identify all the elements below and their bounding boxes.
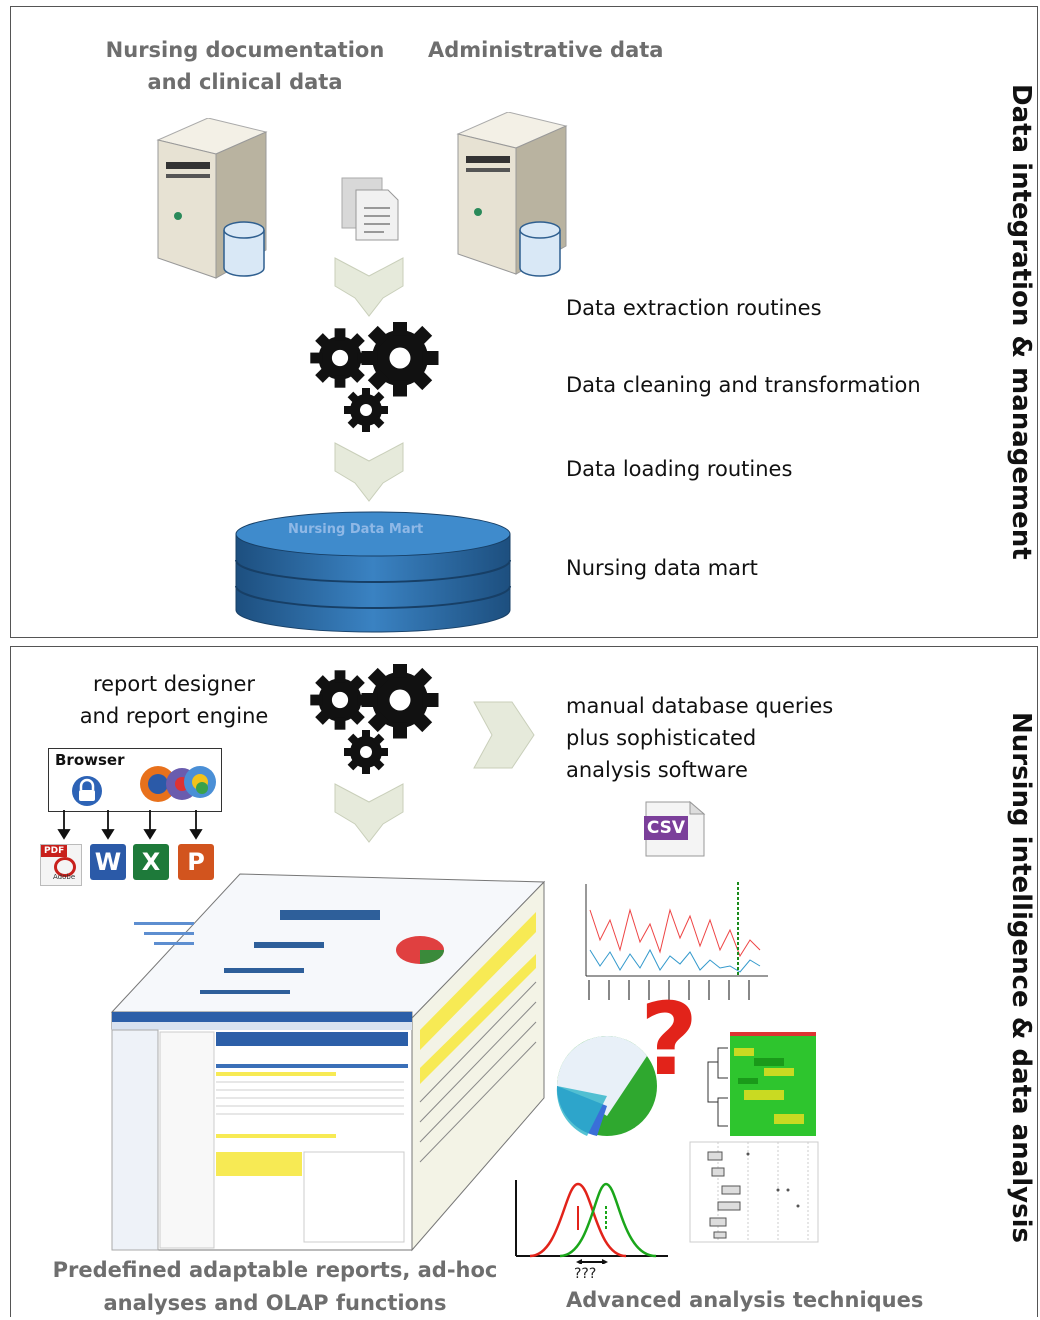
lock-icon	[72, 776, 102, 806]
source-nursing-label: Nursing documentation and clinical data	[100, 34, 390, 98]
data-mart-cylinder	[235, 511, 511, 633]
arrow-right-icon	[473, 701, 535, 769]
server-nursing-icon	[156, 118, 268, 279]
side-title-analysis: Nursing intelligence & data analysis	[1006, 712, 1036, 1243]
predefined-line2: analyses and OLAP functions	[103, 1291, 447, 1315]
advanced-analysis-label: Advanced analysis techniques	[566, 1288, 924, 1312]
predefined-reports-label: Predefined adaptable reports, ad-hoc ana…	[40, 1254, 510, 1320]
report-designer-label: report designer and report engine	[64, 668, 284, 732]
browser-label: Browser	[55, 751, 125, 769]
manual-line3: analysis software	[566, 758, 748, 782]
pdf-sub: Adobe	[53, 873, 76, 881]
trend-line-chart	[585, 882, 786, 1000]
step-loading: Data loading routines	[566, 457, 793, 481]
data-mart-label: Nursing Data Mart	[288, 522, 424, 537]
distribution-plot	[515, 1180, 668, 1264]
cluster-plot	[556, 1036, 657, 1136]
source-nursing-line1: Nursing documentation	[105, 38, 385, 62]
pdf-label: PDF	[41, 845, 68, 857]
boxplot-chart	[689, 1141, 819, 1243]
powerpoint-icon: P	[178, 844, 214, 880]
unknown-label: ???	[574, 1266, 597, 1282]
browser-logos-icon	[140, 766, 216, 802]
step-extraction: Data extraction routines	[566, 296, 822, 320]
arrow-down-icon	[334, 442, 404, 502]
arrow-down-icon	[334, 783, 404, 843]
server-admin-icon	[456, 112, 568, 277]
csv-label: CSV	[644, 816, 688, 840]
gears-icon	[310, 664, 439, 774]
heatmap-plot	[707, 1032, 816, 1136]
arrow-down-icon	[334, 257, 404, 317]
side-title-integration: Data integration & management	[1006, 84, 1036, 560]
step-datamart: Nursing data mart	[566, 556, 758, 580]
manual-line2: plus sophisticated	[566, 726, 757, 750]
pdf-swirl	[54, 857, 76, 877]
source-admin-label: Administrative data	[428, 38, 664, 62]
gears-icon	[310, 322, 439, 432]
powerpoint-label: P	[187, 848, 205, 876]
report-line1: report designer	[92, 672, 256, 696]
source-nursing-line2: and clinical data	[147, 70, 343, 94]
step-cleaning: Data cleaning and transformation	[566, 373, 921, 397]
report-cube-screenshot	[110, 873, 546, 1252]
excel-icon: X	[133, 844, 169, 880]
word-icon: W	[90, 844, 126, 880]
documents-icon	[341, 177, 399, 241]
report-line2: and report engine	[79, 704, 269, 728]
manual-queries-label: manual database queries plus sophisticat…	[566, 690, 833, 786]
integration-panel	[10, 6, 1038, 638]
browser-export-arrows	[57, 810, 203, 840]
predefined-line1: Predefined adaptable reports, ad-hoc	[52, 1258, 498, 1282]
word-label: W	[94, 848, 122, 876]
excel-label: X	[141, 848, 161, 876]
manual-line1: manual database queries	[566, 694, 834, 718]
pdf-icon: PDF Adobe	[40, 844, 82, 886]
